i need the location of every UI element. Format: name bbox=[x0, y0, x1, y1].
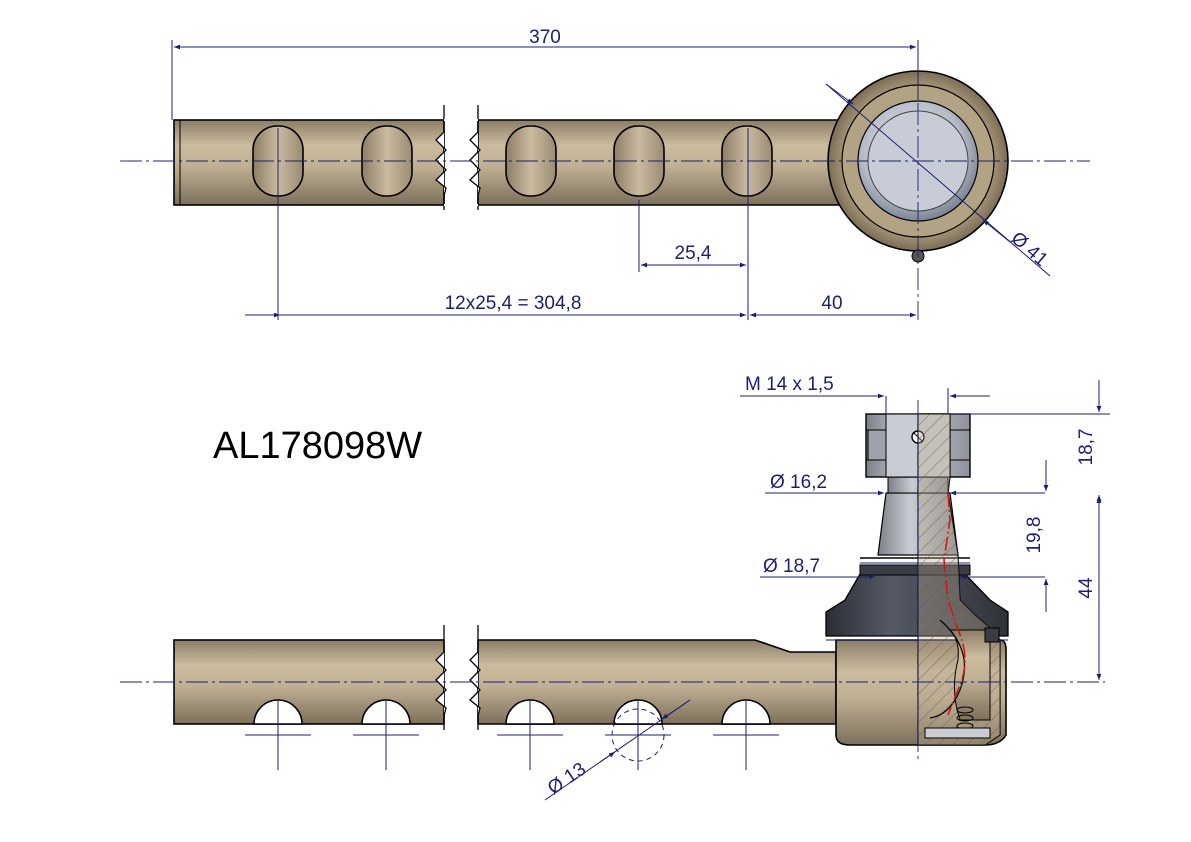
dim-pitch-total: 12x25,4 = 304,8 bbox=[445, 293, 582, 314]
break-line-left-side bbox=[435, 625, 447, 730]
break-line-left bbox=[435, 105, 447, 210]
top-view: 370 25,4 12x25,4 = 304,8 40 Ø 41 bbox=[120, 27, 1090, 320]
dim-end-offset: 40 bbox=[821, 293, 842, 314]
dim-overall-length: 370 bbox=[529, 27, 561, 48]
dim-eye-diameter: Ø 41 bbox=[1007, 228, 1052, 271]
cross-section bbox=[917, 413, 1001, 746]
dim-height-thread: 18,7 bbox=[1076, 429, 1097, 466]
dim-taper-bottom: Ø 18,7 bbox=[763, 556, 820, 577]
dim-height-taper: 19,8 bbox=[1024, 517, 1045, 554]
break-line-right-side bbox=[469, 625, 481, 730]
part-number: AL178098W bbox=[213, 425, 422, 467]
dim-thread: M 14 x 1,5 bbox=[745, 374, 834, 395]
dim-taper-top: Ø 16,2 bbox=[770, 472, 827, 493]
section-red-line bbox=[943, 492, 966, 716]
dim-height-body: 44 bbox=[1076, 577, 1097, 599]
side-view: M 14 x 1,5 Ø 16,2 Ø 18,7 18,7 19,8 44 Ø … bbox=[120, 374, 1110, 801]
rod-end-chamfer bbox=[174, 119, 181, 206]
dim-hole-diameter: Ø 13 bbox=[544, 759, 590, 799]
dim-pitch: 25,4 bbox=[675, 243, 712, 264]
break-line-right bbox=[469, 105, 481, 210]
